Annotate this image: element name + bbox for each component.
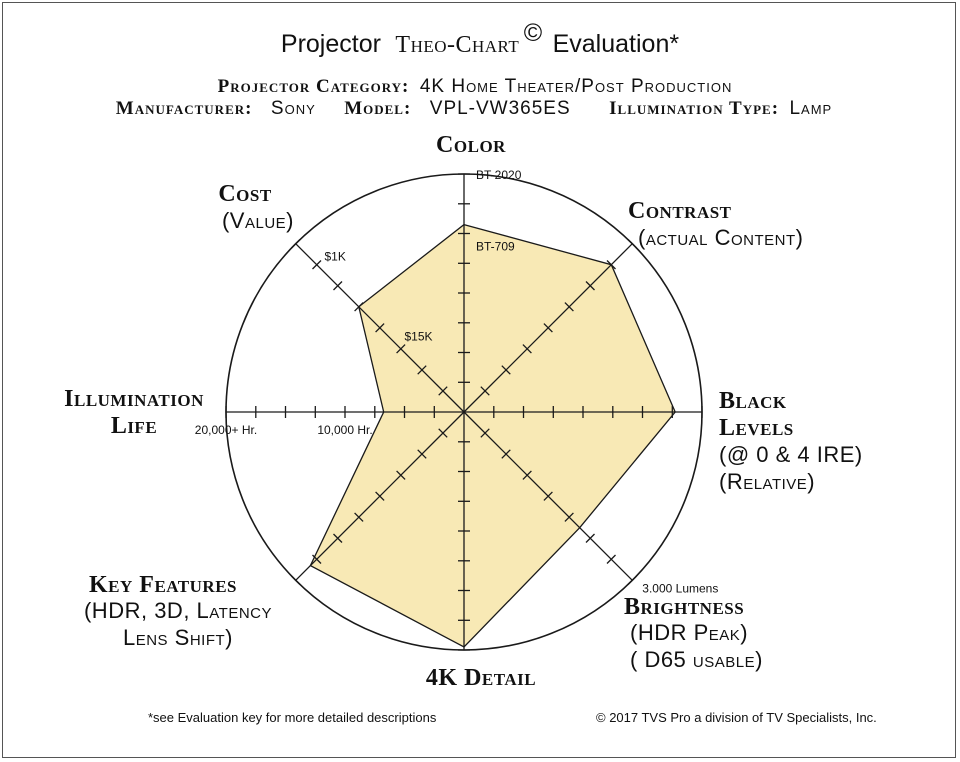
footer-copyright: © 2017 TVS Pro a division of TV Speciali… bbox=[596, 710, 877, 725]
model-label: Model: bbox=[344, 98, 411, 119]
tick-key_features-7 bbox=[312, 554, 322, 564]
title-end: Evaluation* bbox=[553, 30, 680, 58]
tick-label-cost-0: $1K bbox=[325, 250, 346, 264]
label-key_features-title-0: Key Features bbox=[89, 572, 237, 598]
tick-brightness-7 bbox=[606, 554, 616, 564]
tick-cost-3 bbox=[396, 344, 406, 354]
tick-cost-7 bbox=[312, 260, 322, 270]
tick-key_features-1 bbox=[438, 428, 448, 438]
category-value: 4K Home Theater/Post Production bbox=[420, 76, 733, 97]
tick-label-illumination_life-1: 10,000 Hr. bbox=[317, 423, 372, 437]
tick-label-brightness-0: 3.000 Lumens bbox=[642, 581, 718, 595]
label-cost-title-0: Cost bbox=[218, 181, 272, 207]
tick-brightness-6 bbox=[585, 533, 595, 543]
tick-contrast-6 bbox=[585, 281, 595, 291]
illumination-label: Illumination Type: bbox=[609, 98, 779, 119]
tick-brightness-4 bbox=[543, 491, 553, 501]
label-brightness-sub-1: ( D65 usable) bbox=[630, 647, 763, 672]
manufacturer-label: Manufacturer: bbox=[116, 98, 253, 119]
tick-label-color-0: BT-2020 bbox=[476, 168, 522, 182]
tick-key_features-8 bbox=[291, 575, 301, 585]
tick-contrast-3 bbox=[522, 344, 532, 354]
tick-cost-5 bbox=[354, 302, 364, 312]
tick-cost-1 bbox=[438, 386, 448, 396]
title-mark: © bbox=[524, 19, 543, 47]
tick-brightness-3 bbox=[522, 470, 532, 480]
tick-brightness-8 bbox=[627, 575, 637, 585]
label-contrast-sub-0: (actual Content) bbox=[638, 225, 804, 250]
tick-label-cost-1: $15K bbox=[405, 330, 433, 344]
label-key_features-sub-0: (HDR, 3D, Latency bbox=[84, 598, 272, 623]
tick-cost-8 bbox=[291, 239, 301, 249]
model-value: VPL-VW365ES bbox=[430, 98, 571, 119]
label-key_features-sub-1: Lens Shift) bbox=[123, 625, 233, 650]
radar-plot bbox=[225, 173, 703, 651]
tick-brightness-2 bbox=[501, 449, 511, 459]
tick-key_features-6 bbox=[333, 533, 343, 543]
tick-label-color-1: BT-709 bbox=[476, 239, 515, 253]
label-black_levels-sub-0: (@ 0 & 4 IRE) bbox=[719, 442, 863, 467]
label-brightness-sub-0: (HDR Peak) bbox=[630, 620, 748, 645]
manufacturer-line: Manufacturer: Sony Model: VPL-VW365ES Il… bbox=[116, 98, 832, 119]
label-black_levels-sub-1: (Relative) bbox=[719, 469, 815, 494]
category-line: Projector Category: 4K Home Theater/Post… bbox=[218, 76, 733, 97]
tick-key_features-2 bbox=[417, 449, 427, 459]
tick-cost-2 bbox=[417, 365, 427, 375]
tick-contrast-1 bbox=[480, 386, 490, 396]
tick-contrast-8 bbox=[627, 239, 637, 249]
label-illumination_life-title-0: Illumination bbox=[64, 386, 204, 412]
label-black_levels-title-1: Levels bbox=[719, 415, 794, 441]
title-brand: Theo-Chart bbox=[395, 32, 519, 58]
tick-cost-4 bbox=[375, 323, 385, 333]
label-contrast-title-0: Contrast bbox=[628, 198, 732, 224]
illumination-value: Lamp bbox=[789, 98, 832, 119]
tick-brightness-1 bbox=[480, 428, 490, 438]
category-label: Projector Category: bbox=[218, 76, 410, 97]
tick-key_features-5 bbox=[354, 512, 364, 522]
label-black_levels-title-0: Black bbox=[719, 388, 787, 414]
label-illumination_life-title-1: Life bbox=[111, 413, 157, 439]
label-color-title-0: Color bbox=[436, 132, 506, 158]
tick-contrast-4 bbox=[543, 323, 553, 333]
label-cost-sub-0: (Value) bbox=[222, 208, 294, 233]
tick-key_features-3 bbox=[396, 470, 406, 480]
tick-key_features-4 bbox=[375, 491, 385, 501]
tick-label-illumination_life-0: 20,000+ Hr. bbox=[195, 423, 257, 437]
label-detail_4k-title-0: 4K Detail bbox=[426, 665, 536, 691]
title-main: Projector bbox=[281, 30, 381, 58]
tick-contrast-2 bbox=[501, 365, 511, 375]
footer-note: *see Evaluation key for more detailed de… bbox=[148, 710, 437, 725]
chart-title: Projector Theo-Chart © Evaluation* bbox=[281, 19, 679, 58]
tick-cost-6 bbox=[333, 281, 343, 291]
tick-contrast-5 bbox=[564, 302, 574, 312]
tick-brightness-5 bbox=[564, 512, 574, 522]
tick-contrast-7 bbox=[606, 260, 616, 270]
label-brightness-title-0: Brightness bbox=[624, 594, 744, 620]
manufacturer-value: Sony bbox=[271, 98, 316, 119]
